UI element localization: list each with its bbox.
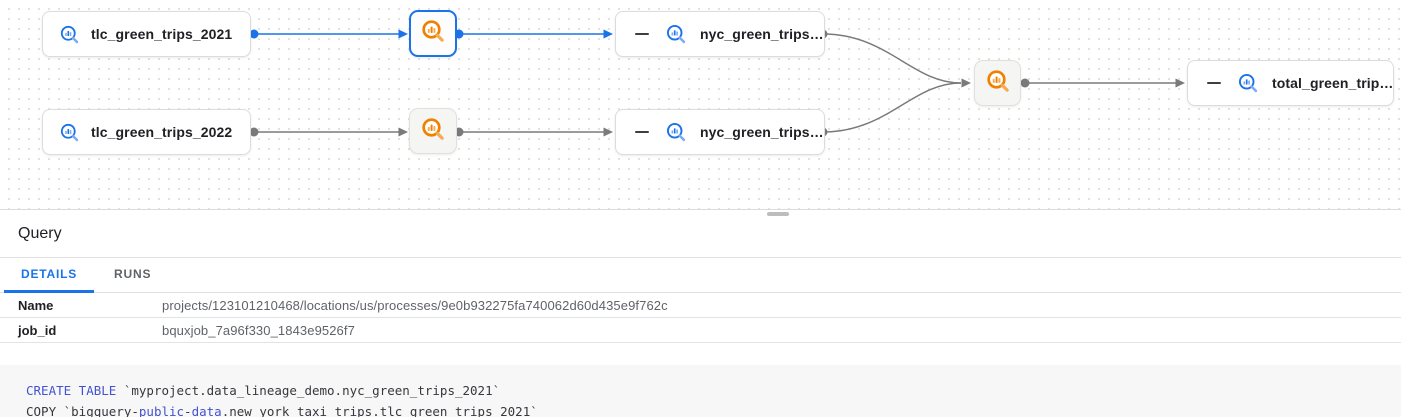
- process-search-icon: [420, 18, 446, 49]
- collapse-minus-icon[interactable]: [635, 33, 649, 35]
- detail-value: projects/123101210468/locations/us/proce…: [162, 297, 668, 313]
- node-label: total_green_trip…: [1272, 75, 1394, 91]
- detail-value: bquxjob_7a96f330_1843e9526f7: [162, 322, 355, 338]
- sql-code-block: CREATE TABLE `myproject.data_lineage_dem…: [0, 365, 1401, 417]
- edge-tlc2022-to-process: [249, 127, 408, 137]
- table-node-nyc-green-trips-2022[interactable]: nyc_green_trips…: [615, 109, 825, 155]
- detail-row-job-id: job_id bquxjob_7a96f330_1843e9526f7: [0, 318, 1401, 343]
- detail-row-name: Name projects/123101210468/locations/us/…: [0, 293, 1401, 318]
- sql-keyword: public: [138, 403, 185, 417]
- sql-keyword: data: [191, 403, 222, 417]
- collapse-minus-icon[interactable]: [635, 131, 649, 133]
- sql-text: .new_york_taxi_trips.tlc_green_trips_202…: [221, 403, 538, 417]
- edge-tlc2021-to-process: [249, 29, 408, 39]
- table-node-total-green-trips[interactable]: total_green_trip…: [1187, 60, 1394, 106]
- table-node-tlc-green-trips-2022[interactable]: tlc_green_trips_2022: [42, 109, 251, 155]
- panel-resize-handle[interactable]: [767, 212, 789, 216]
- edge-process-to-nyc2021: [454, 29, 613, 39]
- bigquery-table-icon: [1237, 72, 1259, 94]
- tab-details[interactable]: DETAILS: [4, 258, 95, 293]
- table-node-tlc-green-trips-2021[interactable]: tlc_green_trips_2021: [42, 11, 251, 57]
- bigquery-table-icon: [665, 23, 687, 45]
- edge-process-to-nyc2022: [454, 127, 613, 137]
- tab-runs[interactable]: RUNS: [114, 267, 152, 281]
- edge-union-to-total: [1020, 78, 1185, 88]
- edge-nyc2021-to-union: [818, 29, 962, 84]
- table-node-nyc-green-trips-2021[interactable]: nyc_green_trips…: [615, 11, 825, 57]
- node-label: nyc_green_trips…: [700, 26, 824, 42]
- sql-text: -: [184, 403, 192, 417]
- collapse-minus-icon[interactable]: [1207, 82, 1221, 84]
- bigquery-table-icon: [59, 24, 80, 45]
- lineage-graph-canvas[interactable]: tlc_green_trips_2021 nyc_green_tr: [0, 0, 1401, 210]
- detail-label: job_id: [18, 322, 57, 338]
- process-search-icon: [420, 116, 446, 147]
- panel-title: Query: [18, 224, 62, 242]
- process-node-selected[interactable]: [409, 10, 457, 57]
- edge-nyc2022-to-union: [818, 78, 971, 137]
- process-search-icon: [985, 68, 1011, 99]
- sql-text: COPY `bigquery: [26, 403, 132, 417]
- node-label: tlc_green_trips_2022: [91, 124, 233, 140]
- node-label: tlc_green_trips_2021: [91, 26, 233, 42]
- sql-text: -: [131, 403, 139, 417]
- panel-tabbar: DETAILS RUNS: [0, 257, 1401, 293]
- process-node-row2[interactable]: [409, 108, 457, 154]
- lineage-edges: [249, 29, 1185, 137]
- detail-label: Name: [18, 297, 54, 313]
- process-node-union[interactable]: [974, 60, 1021, 106]
- bigquery-table-icon: [59, 122, 80, 143]
- sql-text: `myproject.data_lineage_demo.nyc_green_t…: [116, 383, 501, 398]
- query-details-panel: Query DETAILS RUNS Name projects/1231012…: [0, 210, 1401, 417]
- node-label: nyc_green_trips…: [700, 124, 824, 140]
- sql-keyword: CREATE TABLE: [26, 383, 117, 398]
- bigquery-table-icon: [665, 121, 687, 143]
